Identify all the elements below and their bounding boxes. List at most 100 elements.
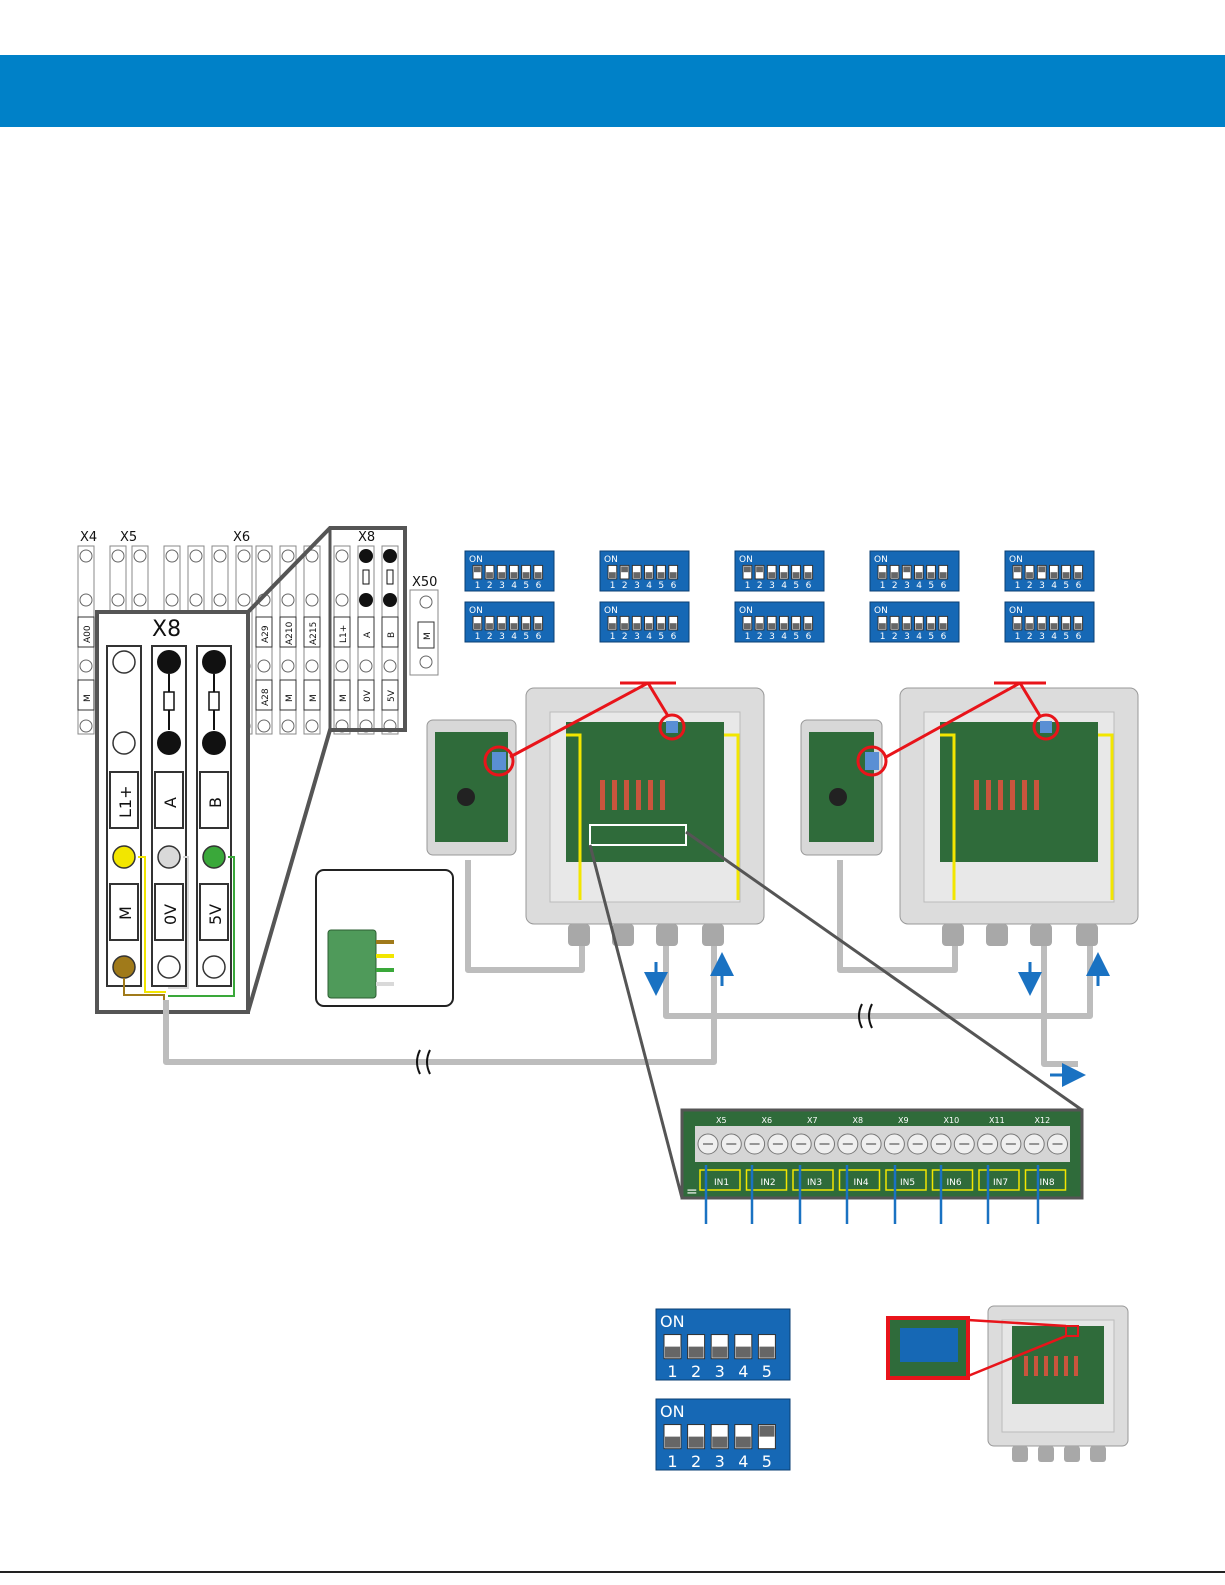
dip-number: 5 (658, 581, 664, 591)
dip-number: 6 (1076, 632, 1082, 642)
dip-knob (522, 572, 530, 578)
dip-knob (756, 623, 763, 629)
strip-label-m2: M (285, 694, 295, 702)
dip-number: 4 (1051, 581, 1057, 591)
dip-number: 5 (928, 632, 934, 642)
dip-number: 6 (671, 581, 677, 591)
zoom-lines (588, 830, 1083, 1199)
dip-number: 2 (487, 632, 493, 642)
dip-number: 5 (762, 1362, 772, 1381)
strip-label-5v: 5V (387, 689, 397, 702)
dip-on-label: ON (739, 555, 753, 565)
dip-number: 1 (880, 632, 886, 642)
input-frame (745, 1169, 788, 1191)
dip-knob (1050, 572, 1058, 578)
dip-number: 2 (1027, 581, 1033, 591)
dip-on-label: ON (660, 1402, 685, 1421)
strip-hole (165, 593, 179, 607)
label-x5: X5 (120, 530, 137, 545)
dip-knob (712, 1346, 728, 1358)
dip-knob (621, 623, 628, 629)
strip-hole (335, 659, 349, 673)
dip-knob (712, 1436, 728, 1448)
dip-number: 6 (536, 632, 542, 642)
dip-knob (688, 1346, 704, 1358)
module-detail (886, 1305, 1129, 1462)
dip-knob (1026, 572, 1033, 578)
dip-knob (474, 623, 481, 629)
strip-hole (257, 659, 271, 673)
dip-number: 2 (622, 632, 628, 642)
dip-on-label: ON (469, 606, 483, 616)
dip-knob (498, 623, 506, 629)
connector-label: X10 (944, 1116, 960, 1125)
dip-knob (804, 623, 812, 629)
strip-label-m3: M (309, 694, 319, 702)
input-label: IN3 (807, 1178, 822, 1188)
strip-hole (281, 549, 295, 563)
strip-label-a: A (363, 631, 373, 638)
strip-hole (281, 719, 295, 733)
strip-hole (237, 549, 251, 563)
dip-on-label: ON (739, 606, 753, 616)
dip-knob (621, 566, 628, 573)
dip-knob (939, 572, 947, 578)
connector-label: X9 (898, 1116, 909, 1125)
dip-knob (645, 623, 653, 629)
dip-number: 1 (610, 632, 616, 642)
dip-number: 4 (916, 581, 922, 591)
dip-number: 6 (806, 632, 812, 642)
dip-number: 6 (536, 581, 542, 591)
dip-knob (792, 572, 800, 578)
dip-knob (1038, 623, 1046, 629)
strip-label-0v: 0V (363, 689, 373, 702)
dip-number: 3 (1039, 581, 1045, 591)
strip-minus-sign: = (686, 1184, 698, 1200)
dip-on-label: ON (1009, 555, 1023, 565)
dip-number: 2 (757, 632, 763, 642)
strip-label-m1: M (83, 694, 93, 702)
terminal-top-labels: X4 X5 X6 X8 X50 (80, 530, 437, 590)
strip-hole (305, 659, 319, 673)
dip-on-label: ON (1009, 606, 1023, 616)
dip-number: 1 (1015, 632, 1021, 642)
dip-knob (891, 623, 898, 629)
x8-pin (383, 593, 397, 607)
dip-on-label: ON (469, 555, 483, 565)
strip-hole (79, 719, 93, 733)
strip-hole (305, 719, 319, 733)
x8-zoom-title: X8 (152, 617, 181, 642)
footer-line (0, 1571, 1225, 1573)
strip-hole (335, 549, 349, 563)
strip-hole (111, 549, 125, 563)
connector-label: X7 (807, 1116, 818, 1125)
dip-knob (903, 623, 911, 629)
x8-label-m: M (116, 906, 135, 920)
dip-number: 4 (738, 1452, 748, 1471)
dip-number: 5 (1063, 581, 1069, 591)
x8-zoom-panel: X8 L1+ M A 0V B 5V (95, 526, 407, 1060)
strip-hole (335, 593, 349, 607)
x8-label-l1: L1+ (116, 786, 135, 819)
connector-plug-inset (315, 869, 454, 1007)
dip-knob (804, 572, 812, 578)
dip-knob (903, 566, 911, 573)
strip-hole (281, 593, 295, 607)
dip-knob (645, 572, 653, 578)
connector-label: X11 (989, 1116, 1005, 1125)
dip-on-label: ON (604, 606, 618, 616)
dip-number: 2 (892, 632, 898, 642)
dip-number: 1 (745, 581, 751, 591)
flow-arrows (644, 952, 1110, 1087)
dip-number: 1 (745, 632, 751, 642)
x8-label-a: A (161, 797, 180, 808)
input-frame (931, 1169, 974, 1191)
input-label: IN7 (993, 1178, 1008, 1188)
dip-knob (927, 572, 935, 578)
